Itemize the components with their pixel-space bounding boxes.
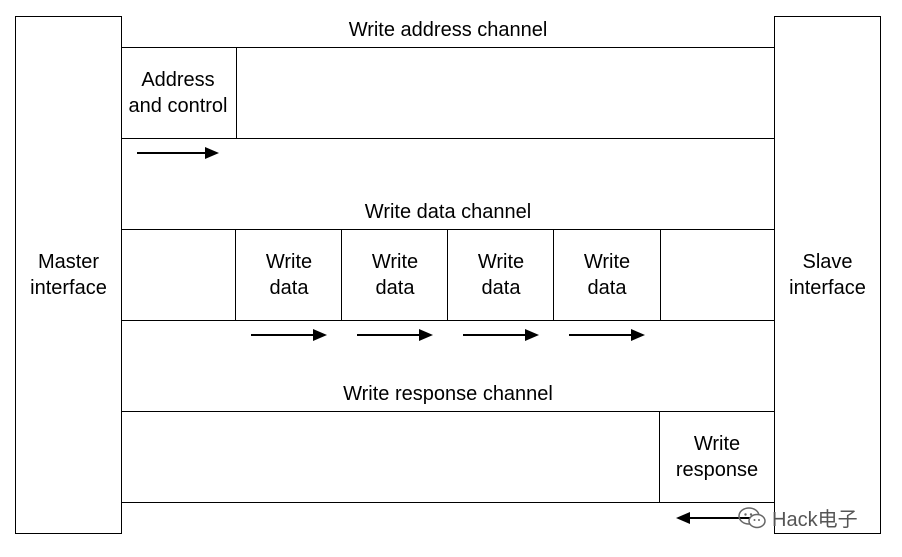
write-data-label: Write data [371, 251, 419, 299]
write-data-cell: Write data [447, 229, 555, 321]
write-address-channel-lane: Address and control [121, 46, 775, 139]
slave-interface-label: Slave interface [789, 251, 866, 299]
data-arrow [569, 329, 645, 341]
slave-interface-block: Slave interface [774, 16, 881, 534]
data-arrow [251, 329, 327, 341]
write-data-cell: Write data [341, 229, 449, 321]
address-arrow [137, 147, 219, 159]
address-and-control-label: Address and control [128, 68, 228, 117]
write-response-channel-title: Write response channel [343, 383, 553, 405]
watermark: Hack电子 [738, 503, 858, 532]
data-arrow [463, 329, 539, 341]
write-address-channel-title: Write address channel [348, 19, 548, 41]
write-response-label: Write response [675, 433, 759, 481]
write-data-channel-title: Write data channel [364, 201, 532, 223]
write-response-cell: Write response [659, 411, 775, 503]
write-data-label: Write data [583, 251, 631, 299]
address-and-control-cell: Address and control [121, 46, 237, 139]
response-arrow [676, 512, 758, 524]
write-data-cell: Write data [553, 229, 661, 321]
watermark-text: Hack电子 [772, 509, 858, 531]
write-data-label: Write data [477, 251, 525, 299]
chat-bubble-icon [738, 506, 766, 529]
master-interface-label: Master interface [30, 251, 107, 299]
data-arrow [357, 329, 433, 341]
write-data-cell: Write data [235, 229, 343, 321]
write-data-label: Write data [265, 251, 313, 299]
master-interface-block: Master interface [15, 16, 122, 534]
